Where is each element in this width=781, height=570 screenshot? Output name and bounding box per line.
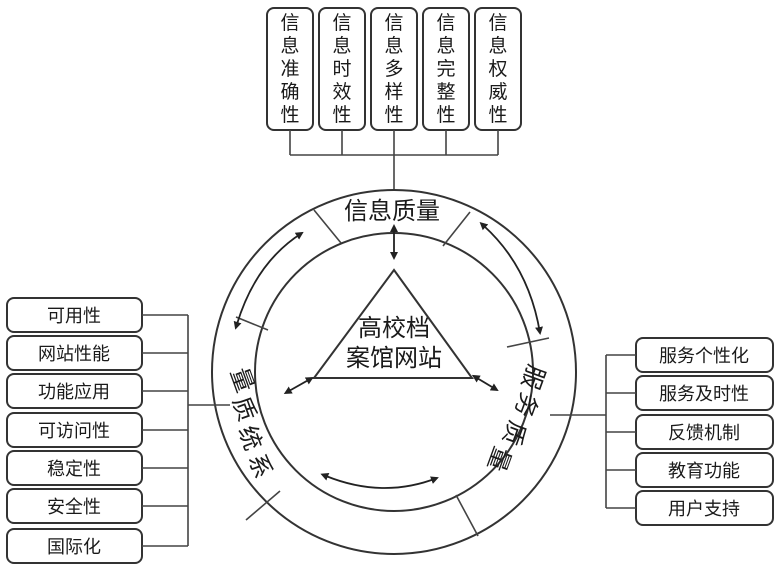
dimension-char: 服 xyxy=(516,361,551,393)
arrow-right-dimension xyxy=(471,374,499,392)
right-connector-lines xyxy=(550,354,636,509)
left-criterion-label: 可访问性 xyxy=(38,421,110,442)
center-triangle-group: 高校档 案馆网站 xyxy=(283,224,499,394)
ring-arrow-bottom xyxy=(320,473,439,489)
top-criteria-group: 信息准确性 信息时效性 信息多样性 信息完整性 信息权威性 xyxy=(266,7,522,190)
dimension-char: 质 xyxy=(227,393,262,425)
center-label-line2: 案馆网站 xyxy=(346,344,442,372)
arrow-left-dimension xyxy=(283,377,314,394)
top-connector-lines xyxy=(289,130,499,190)
dimension-top-label: 信息质量 xyxy=(344,197,440,225)
left-criterion-label: 稳定性 xyxy=(47,459,101,480)
quality-ring xyxy=(211,189,577,555)
dimension-char: 质 xyxy=(497,417,532,449)
left-criterion-label: 网站性能 xyxy=(38,344,110,365)
right-criterion-label: 反馈机制 xyxy=(668,423,740,444)
left-criterion-label: 国际化 xyxy=(47,537,101,558)
right-criterion-label: 服务个性化 xyxy=(659,346,749,367)
top-criterion-label: 信息权威性 xyxy=(488,12,507,126)
dimension-char: 统 xyxy=(233,422,268,454)
center-label-line1: 高校档 xyxy=(358,314,430,342)
right-criterion-label: 服务及时性 xyxy=(659,384,749,405)
ring-arrow-upper-left xyxy=(233,231,304,330)
ring-arrow-upper-right xyxy=(479,221,543,335)
center-triangle xyxy=(312,268,474,379)
dimension-char: 系 xyxy=(243,450,278,482)
left-criterion-label: 可用性 xyxy=(47,306,101,327)
left-criterion-label: 安全性 xyxy=(47,497,101,518)
top-criterion-label: 信息准确性 xyxy=(280,12,299,126)
top-criterion-label: 信息完整性 xyxy=(436,12,455,126)
ring-outer xyxy=(211,189,577,555)
left-criterion-label: 功能应用 xyxy=(38,382,110,403)
right-criterion-label: 用户支持 xyxy=(668,499,740,520)
dimension-char: 务 xyxy=(509,389,544,421)
left-connector-lines xyxy=(142,314,230,547)
right-criterion-label: 教育功能 xyxy=(668,461,740,482)
top-criterion-label: 信息时效性 xyxy=(332,12,351,126)
top-criterion-label: 信息多样性 xyxy=(384,12,403,126)
